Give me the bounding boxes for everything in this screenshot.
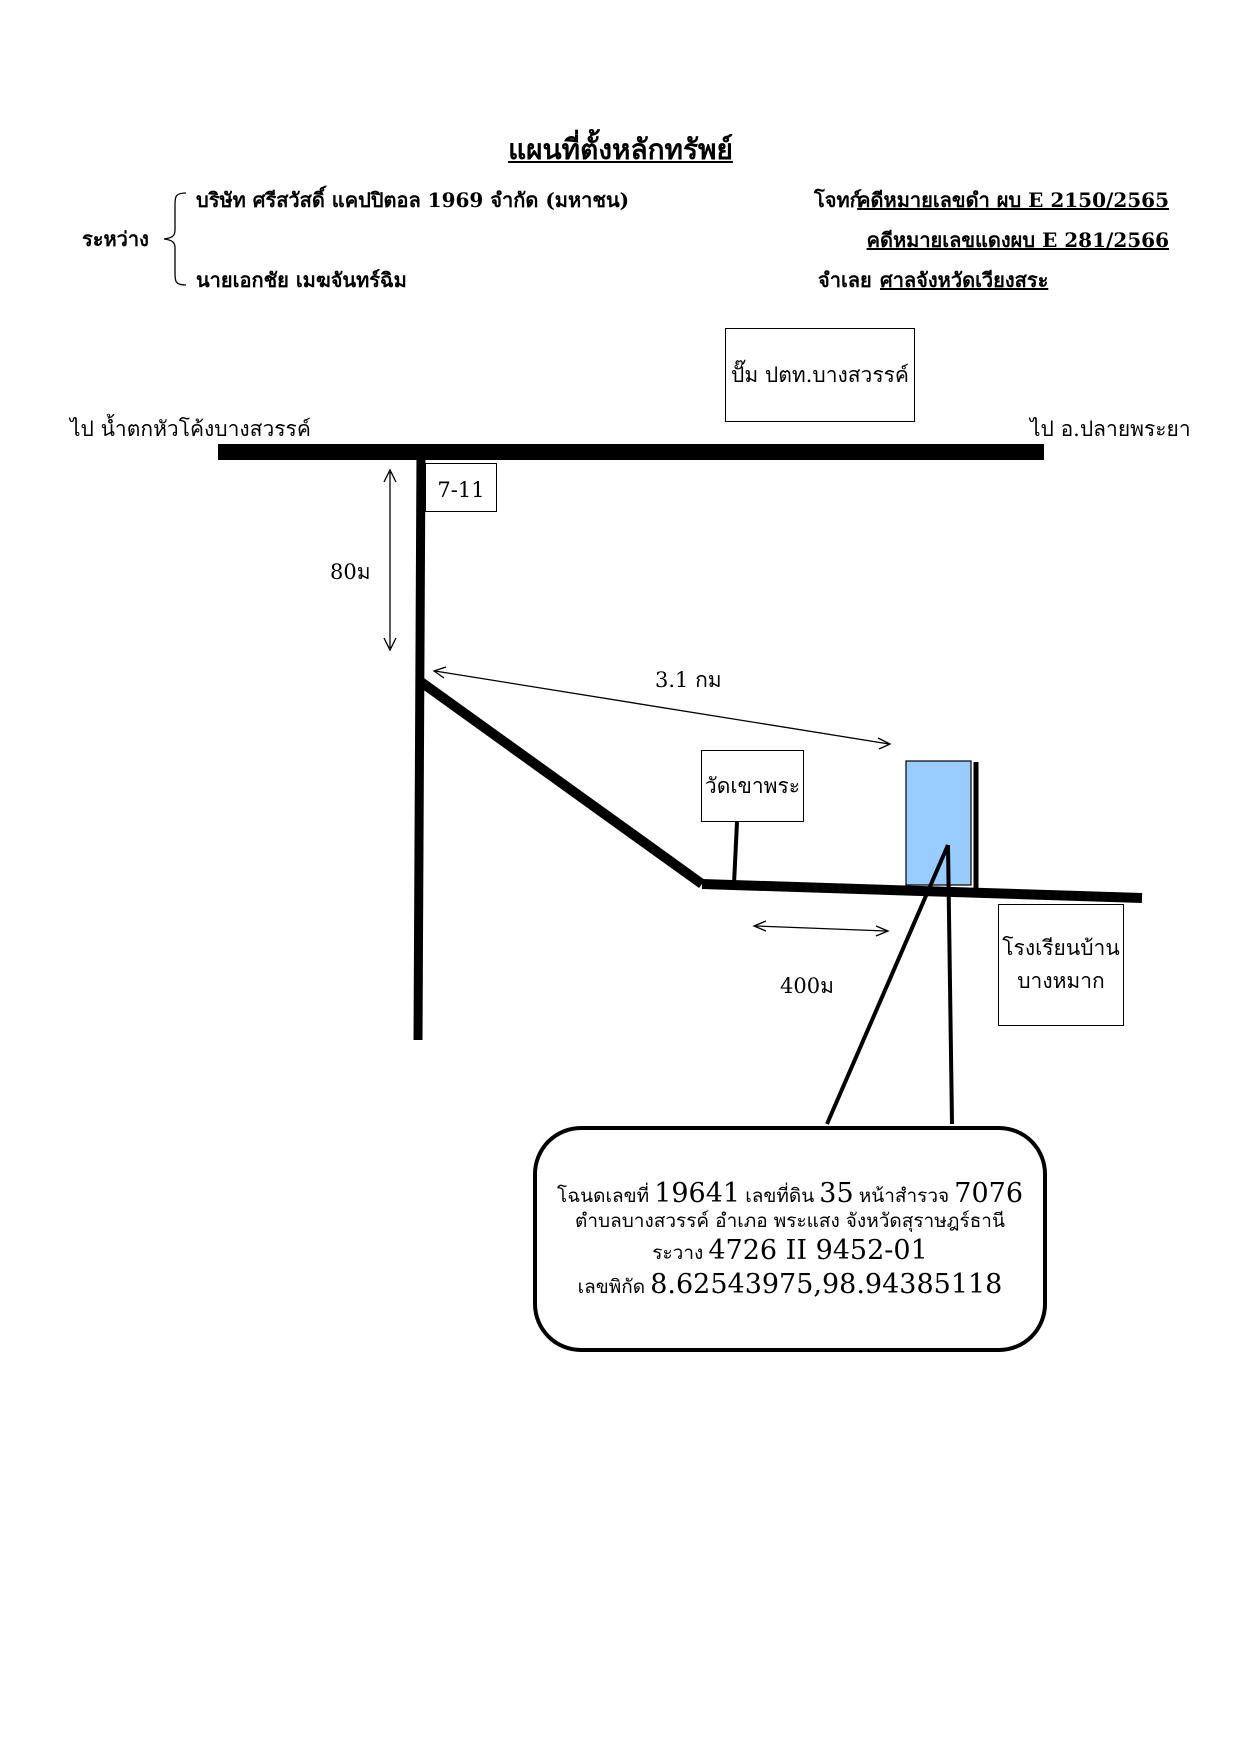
branch-road — [418, 677, 705, 889]
address-line: ตำบลบางสวรรค์ อำเภอ พระแสง จังหวัดสุราษฎ… — [575, 1210, 1005, 1234]
plaintiff-name: บริษัท ศรีสวัสดิ์ แคปปิตอล 1969 จำกัด (ม… — [196, 188, 630, 212]
defendant-name: นายเอกชัย เมฆจันทร์ฉิม — [196, 268, 407, 292]
temple-box: วัดเขาพระ — [701, 750, 804, 822]
black-case-number: คดีหมายเลขดำ ผบ E 2150/2565 — [857, 188, 1169, 212]
sheet-label: ระวาง — [652, 1242, 704, 1264]
distance-3-1km-label: 3.1 กม — [655, 668, 722, 692]
property-road — [701, 879, 1143, 903]
seven-eleven-box: 7-11 — [425, 463, 497, 512]
temple-label: วัดเขาพระ — [704, 773, 801, 798]
deed-number: 19641 — [654, 1177, 741, 1209]
arrow-400m — [752, 920, 890, 937]
distance-400m-label: 400ม — [780, 974, 834, 998]
survey-page: 7076 — [954, 1177, 1024, 1209]
survey-page-label: หน้าสำรวจ — [858, 1184, 950, 1207]
callout-pointer-right — [946, 844, 954, 1125]
coordinates: 8.62543975,98.94385118 — [650, 1268, 1003, 1300]
temple-access-road — [732, 821, 739, 885]
sheet-line: ระวาง 4726 II 9452-01 — [652, 1234, 928, 1268]
arrow-3-1km — [432, 666, 892, 750]
school-label-line1: โรงเรียนบ้าน — [1002, 936, 1120, 961]
red-case-number: คดีหมายเลขแดงผบ E 281/2566 — [866, 228, 1169, 252]
plaintiff-label: โจทก์ — [814, 188, 862, 212]
direction-left-label: ไป น้ำตกหัวโค้งบางสวรรค์ — [70, 417, 311, 441]
distance-80m-label: 80ม — [330, 560, 371, 584]
coordinate-label: เลขพิกัด — [577, 1275, 646, 1298]
seven-eleven-label: 7-11 — [437, 478, 485, 502]
ptt-station-label: ปั๊ม ปตท.บางสวรรค์ — [731, 362, 909, 387]
side-road — [413, 451, 426, 1041]
callout-pointer-left — [825, 844, 950, 1125]
defendant-label: จำเลย — [818, 268, 872, 292]
land-number: 35 — [819, 1177, 854, 1209]
school-label-line2: บางหมาก — [1017, 969, 1105, 993]
deed-line: โฉนดเลขที่ 19641 เลขที่ดิน 35 หน้าสำรวจ … — [557, 1177, 1023, 1211]
address-text: ตำบลบางสวรรค์ อำเภอ พระแสง จังหวัดสุราษฎ… — [575, 1210, 1005, 1233]
coordinate-line: เลขพิกัด 8.62543975,98.94385118 — [578, 1268, 1003, 1302]
direction-right-label: ไป อ.ปลายพระยา — [1030, 417, 1191, 441]
between-label: ระหว่าง — [82, 227, 149, 251]
arrow-80m — [383, 468, 397, 652]
sheet-number: 4726 II 9452-01 — [708, 1235, 928, 1266]
brace — [163, 192, 187, 286]
court-name: ศาลจังหวัดเวียงสระ — [880, 268, 1049, 292]
property-info-callout: โฉนดเลขที่ 19641 เลขที่ดิน 35 หน้าสำรวจ … — [533, 1126, 1047, 1352]
page-title: แผนที่ตั้งหลักทรัพย์ — [508, 133, 733, 166]
land-number-label: เลขที่ดิน — [745, 1184, 815, 1207]
deed-number-label: โฉนดเลขที่ — [556, 1184, 650, 1207]
ptt-station-box: ปั๊ม ปตท.บางสวรรค์ — [725, 328, 915, 422]
school-box: โรงเรียนบ้าน บางหมาก — [998, 904, 1124, 1026]
